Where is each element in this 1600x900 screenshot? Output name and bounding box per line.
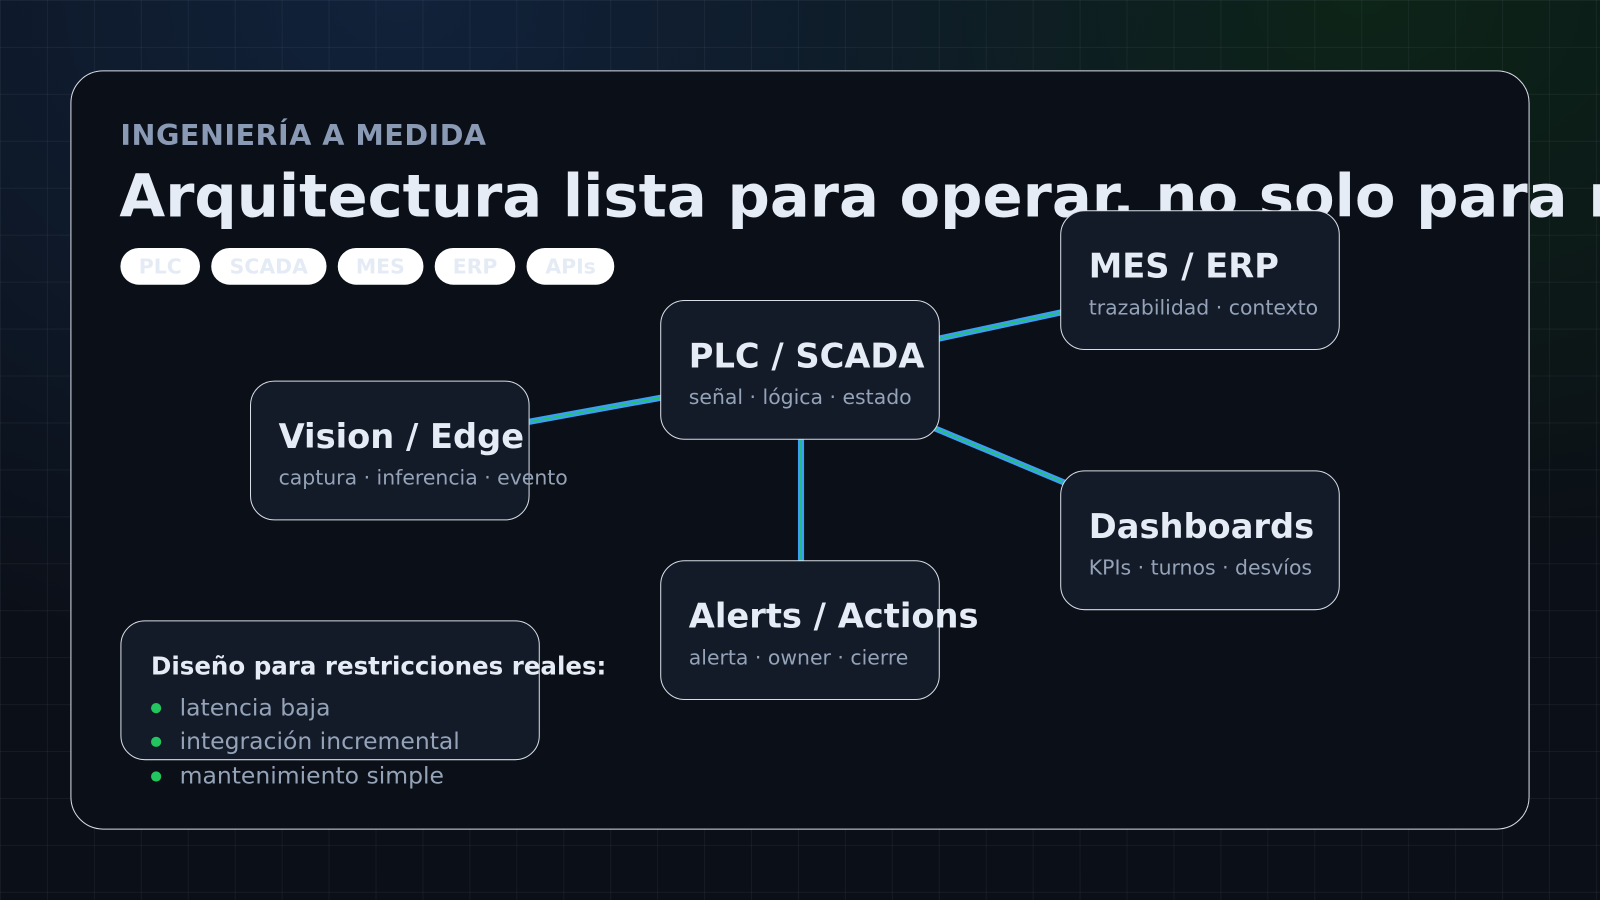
chip-scada: SCADA <box>211 247 327 285</box>
constraints-list: latencia baja integración incremental ma… <box>151 691 460 794</box>
bullet-icon <box>151 771 162 782</box>
node-plc-scada: PLC / SCADA señal · lógica · estado <box>660 299 940 440</box>
list-item: latencia baja <box>151 691 460 725</box>
node-alerts-actions: Alerts / Actions alerta · owner · cierre <box>660 560 979 700</box>
node-vision-edge: Vision / Edge captura · inferencia · eve… <box>249 380 568 521</box>
constraints-note: Diseño para restricciones reales: latenc… <box>120 620 606 790</box>
list-item: integración incremental <box>151 725 460 759</box>
bullet-icon <box>151 736 162 748</box>
node-title: PLC / SCADA <box>688 335 925 376</box>
list-item: mantenimiento simple <box>151 759 460 793</box>
node-subtitle: señal · lógica · estado <box>688 384 912 410</box>
node-dashboards: Dashboards KPIs · turnos · desvíos <box>1060 470 1340 611</box>
note-heading: Diseño para restricciones reales: <box>151 652 607 681</box>
node-subtitle: KPIs · turnos · desvíos <box>1088 555 1313 580</box>
node-title: Vision / Edge <box>278 416 525 457</box>
node-title: Alerts / Actions <box>688 595 979 636</box>
chip-erp: ERP <box>434 247 516 285</box>
eyebrow: INGENIERÍA A MEDIDA <box>120 118 487 153</box>
node-subtitle: captura · inferencia · evento <box>278 465 568 490</box>
page-title: Arquitectura lista para operar, no solo … <box>119 161 1600 231</box>
chip-plc: PLC <box>120 247 201 285</box>
chip-mes: MES <box>337 247 424 285</box>
node-title: Dashboards <box>1088 506 1315 546</box>
tech-chips: PLC SCADA MES ERP APIs <box>120 247 615 285</box>
node-title: MES / ERP <box>1088 245 1279 286</box>
node-subtitle: trazabilidad · contexto <box>1088 294 1319 320</box>
node-subtitle: alerta · owner · cierre <box>688 644 909 670</box>
bullet-icon <box>151 702 162 714</box>
node-mes-erp: MES / ERP trazabilidad · contexto <box>1060 210 1340 350</box>
chip-apis: APIs <box>526 247 615 285</box>
